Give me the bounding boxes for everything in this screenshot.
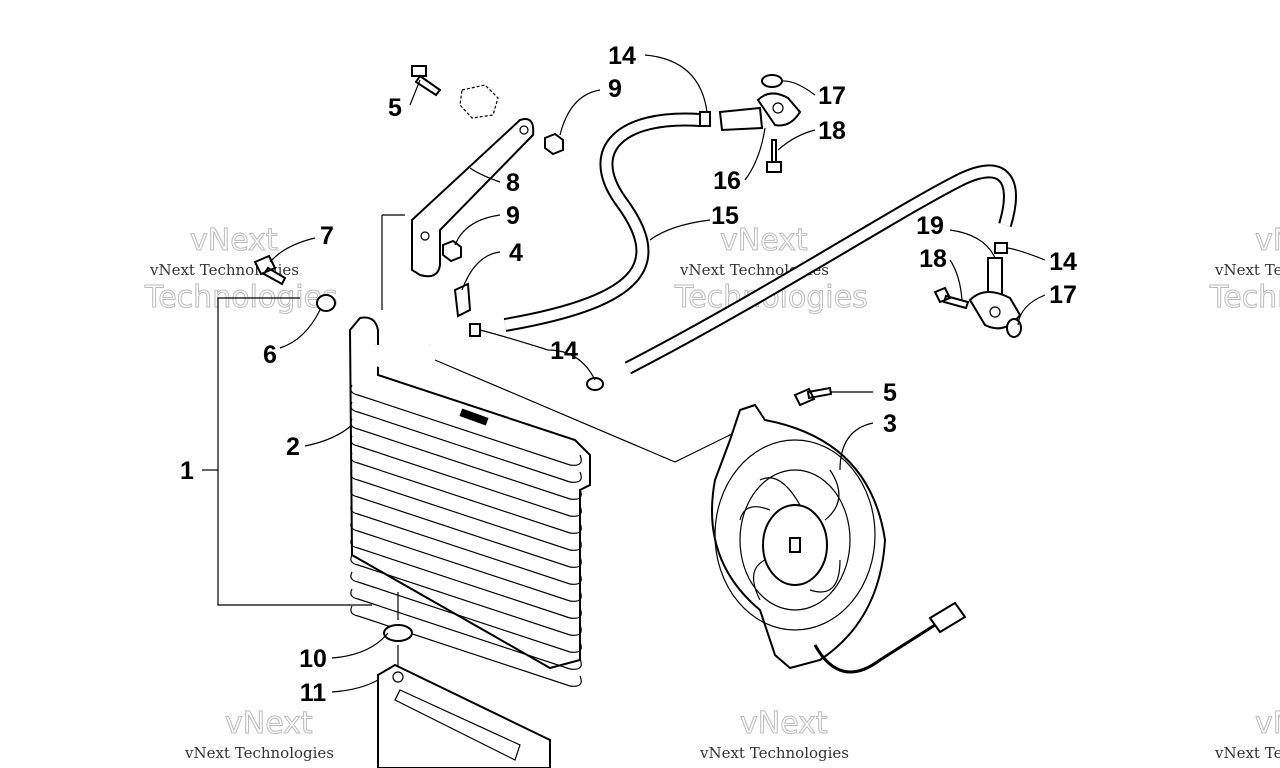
nut-part-9	[442, 239, 462, 263]
callout-9: 9	[506, 202, 520, 230]
watermark-big: vNext	[720, 223, 808, 258]
bracket-part-11	[377, 663, 551, 768]
bolt-part-7	[253, 254, 287, 286]
callout-18: 18	[919, 245, 947, 273]
cooler-fin	[350, 384, 582, 466]
cooler-fin	[350, 537, 582, 619]
grommet-part-6	[316, 294, 336, 312]
callout-9: 9	[608, 75, 622, 103]
bracket-hole	[392, 671, 404, 683]
callout-11: 11	[300, 679, 327, 707]
callout-15: 15	[711, 202, 739, 230]
watermark-big: vNext	[740, 706, 828, 741]
fitting-part-19	[968, 257, 1022, 330]
grommet-part-10	[383, 624, 413, 642]
oil-cooler-part-2	[348, 316, 591, 687]
callout-18: 18	[818, 117, 846, 145]
callout-6: 6	[263, 341, 277, 369]
watermark-big: Technologies	[1209, 280, 1280, 315]
fitting-part-16	[718, 92, 802, 132]
o-ring-part-17	[1006, 318, 1022, 338]
callout-2: 2	[286, 433, 300, 461]
callout-10: 10	[299, 645, 327, 673]
cooler-fin	[350, 435, 582, 517]
assembly-bracket	[217, 297, 372, 606]
watermark-big: vNext	[1255, 706, 1280, 741]
callout-14: 14	[550, 337, 578, 365]
cooler-fin	[350, 571, 582, 653]
watermark-caption: vNext Technologies	[699, 744, 849, 762]
callout-19: 19	[916, 212, 944, 240]
o-ring-part-17	[761, 74, 783, 88]
callout-4: 4	[509, 239, 523, 267]
cooler-fin	[350, 452, 582, 534]
bracket-hole	[519, 125, 529, 135]
callout-16: 16	[713, 167, 741, 195]
bolt-part-18	[933, 286, 970, 310]
bolt-part-18	[766, 139, 782, 173]
fan-part-3	[711, 386, 967, 674]
callout-3: 3	[883, 410, 897, 438]
leader-lines	[202, 54, 1046, 693]
callout-17: 17	[1049, 281, 1077, 309]
watermark-big: vNext	[225, 706, 313, 741]
reference-lines	[381, 214, 741, 463]
bracket-hole	[420, 231, 430, 241]
bracket-slot	[394, 689, 521, 761]
nut-part-9	[544, 132, 564, 156]
watermark-big: vNext	[190, 223, 278, 258]
callout-5: 5	[388, 94, 402, 122]
watermark-caption: vNext Technologies	[1214, 744, 1280, 762]
callout-1: 1	[180, 457, 194, 485]
bolt-part-5	[411, 65, 499, 119]
hose-15	[503, 112, 1017, 375]
callout-7: 7	[320, 222, 334, 250]
cooler-fin	[350, 469, 582, 551]
callout-labels: 14 17 9 5 18 8 16 9 15 7 4 19 18 14 17 6…	[180, 42, 1077, 707]
cooler-fin	[350, 401, 582, 483]
cooler-fin	[350, 554, 582, 636]
callout-14: 14	[1049, 248, 1077, 276]
callout-5: 5	[883, 379, 897, 407]
cooler-fin	[350, 486, 582, 568]
cooler-fin	[350, 605, 582, 687]
watermark-caption: vNext Technologies	[1214, 261, 1280, 279]
cooler-fin	[350, 503, 582, 585]
cooler-fin	[350, 520, 582, 602]
callout-8: 8	[506, 169, 520, 197]
callout-17: 17	[818, 82, 846, 110]
clamp-part-14	[586, 377, 604, 391]
clamp-part-14	[699, 111, 711, 127]
cooler-fin	[350, 588, 582, 670]
clamp-part-14	[469, 323, 481, 337]
clamp-part-14	[994, 242, 1008, 254]
watermark-big: vNext	[1255, 223, 1280, 258]
watermark-caption: vNext Technologies	[184, 744, 334, 762]
bracket-part-8	[411, 118, 535, 278]
callout-14: 14	[608, 42, 636, 70]
cooler-fin	[350, 418, 582, 500]
